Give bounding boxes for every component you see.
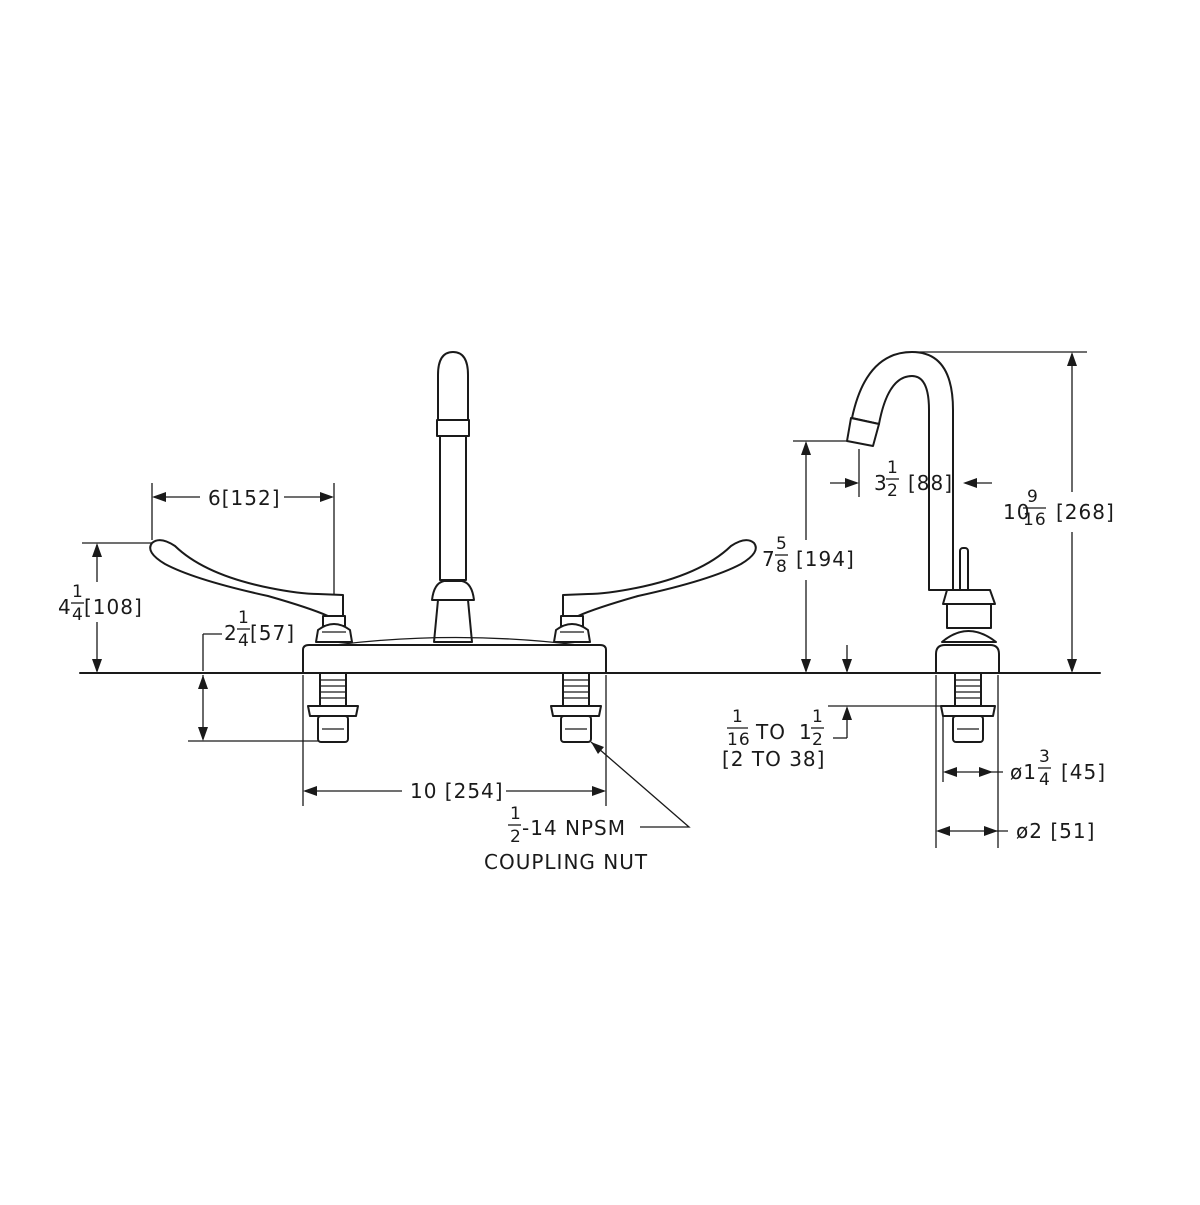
dim-deck-whole-b: 1 xyxy=(799,720,813,744)
dim-overall-height: 10 9 16 [268] xyxy=(912,351,1115,673)
dim-handle-height-metric: [108] xyxy=(84,595,143,619)
dim-spout-height: 7 5 8 [194] xyxy=(762,440,855,673)
dim-handle-spread: 6[152] xyxy=(151,483,335,594)
dim-shank-diameter-den: 4 xyxy=(1039,770,1051,790)
dim-base-diameter-value: ø2 [51] xyxy=(1016,819,1095,843)
dim-deck-den-a: 16 xyxy=(727,730,751,750)
dim-shank-diameter-prefix: ø1 xyxy=(1010,760,1037,784)
dim-center-spacing: 10 [254] xyxy=(302,675,607,806)
dim-shank-length-whole: 2 xyxy=(224,621,238,645)
dim-spout-height-den: 8 xyxy=(776,557,788,577)
callout-num: 1 xyxy=(510,804,522,824)
callout-den: 2 xyxy=(510,827,522,847)
dim-deck-to: TO xyxy=(755,720,786,744)
side-shank xyxy=(940,672,996,743)
dim-spout-height-num: 5 xyxy=(776,534,788,554)
dim-overall-height-den: 16 xyxy=(1023,510,1047,530)
dim-overall-height-num: 9 xyxy=(1027,487,1039,507)
dim-spout-reach-metric: [88] xyxy=(908,471,953,495)
dim-base-diameter: ø2 [51] xyxy=(936,819,1095,843)
front-spout xyxy=(431,351,475,643)
dim-overall-height-whole: 10 xyxy=(1003,500,1030,524)
side-spout xyxy=(846,351,954,591)
side-valve-body xyxy=(935,547,1000,674)
dim-spout-reach-num: 1 xyxy=(887,458,899,478)
dim-handle-spread-value: 6[152] xyxy=(208,486,281,510)
side-view: 7 5 8 [194] 3 1 2 [88] 10 9 xyxy=(722,351,1115,848)
dim-shank-diameter-metric: [45] xyxy=(1061,760,1106,784)
left-shank xyxy=(307,672,359,743)
coupling-nut-callout: 1 2 -14 NPSM COUPLING NUT xyxy=(484,741,691,874)
left-handle xyxy=(149,539,353,643)
dim-shank-length-num: 1 xyxy=(238,608,250,628)
dim-deck-num-a: 1 xyxy=(732,707,744,727)
dim-handle-height-whole: 4 xyxy=(58,595,72,619)
dim-handle-height-num: 1 xyxy=(72,582,84,602)
dim-spout-reach-den: 2 xyxy=(887,481,899,501)
dim-shank-length: 2 1 4 [57] xyxy=(188,608,318,742)
dim-overall-height-metric: [268] xyxy=(1056,500,1115,524)
dim-handle-height: 4 1 4 [108] xyxy=(58,542,152,673)
dim-shank-diameter: ø1 3 4 [45] xyxy=(935,675,1106,848)
dim-spout-height-whole: 7 xyxy=(762,547,776,571)
dim-spout-reach-whole: 3 xyxy=(874,471,888,495)
dim-handle-height-den: 4 xyxy=(72,605,84,625)
dim-shank-length-metric: [57] xyxy=(250,621,295,645)
dim-deck-thickness: 1 16 TO 1 1 2 [2 TO 38] xyxy=(722,645,941,771)
dim-deck-den-b: 2 xyxy=(812,730,824,750)
callout-line2: COUPLING NUT xyxy=(484,850,648,874)
right-handle xyxy=(553,539,757,643)
dim-spout-reach: 3 1 2 [88] xyxy=(830,449,992,501)
dim-deck-num-b: 1 xyxy=(812,707,824,727)
dim-shank-length-den: 4 xyxy=(238,631,250,651)
dim-spout-height-metric: [194] xyxy=(796,547,855,571)
right-shank xyxy=(550,672,602,743)
front-view: 6[152] 4 1 4 [108] 2 1 4 xyxy=(58,351,1101,874)
callout-line1: -14 NPSM xyxy=(522,816,626,840)
dim-shank-diameter-num: 3 xyxy=(1039,747,1051,767)
deck-body xyxy=(302,644,607,674)
dim-deck-metric: [2 TO 38] xyxy=(722,747,825,771)
dim-center-spacing-value: 10 [254] xyxy=(410,779,504,803)
